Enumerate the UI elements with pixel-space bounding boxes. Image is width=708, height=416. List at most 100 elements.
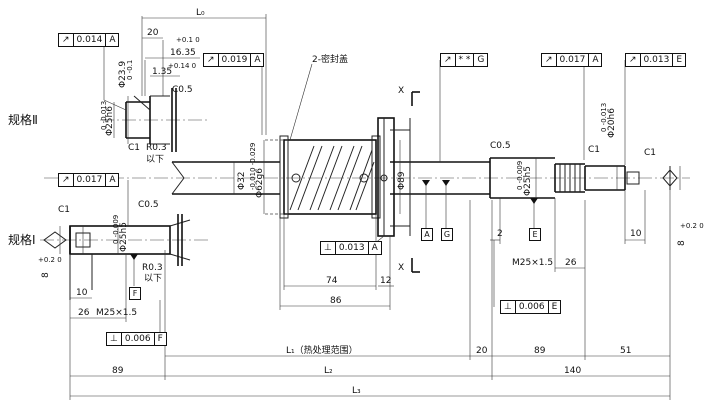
fcf-datum: A <box>254 55 261 65</box>
fcf-value: 0.006 <box>516 301 549 313</box>
dim-c05-c: C0.5 <box>138 200 159 210</box>
dim-1635: 16.35 <box>170 48 196 58</box>
dim-phi25h5-l-tol: 0 -0.009 <box>112 215 120 244</box>
fcf-runout-xx-g: ↗ * * G <box>440 53 489 67</box>
fcf-runout-0017-a-right: ↗ 0.017 A <box>541 53 603 67</box>
dim-m25-l: M25×1.5 <box>96 308 137 318</box>
datum-f-box: F <box>129 287 141 300</box>
dim-c05-b: C0.5 <box>490 141 511 151</box>
dim-c1-b: C1 <box>588 145 600 155</box>
dim-l3: L₃ <box>352 386 361 396</box>
fcf-value: 0.017 <box>74 174 107 186</box>
dim-26-r: 26 <box>565 258 577 268</box>
fcf-runout-0014-a: ↗ 0.014 A <box>58 33 120 47</box>
fcf-datum: A <box>109 35 116 45</box>
dim-c1-a: C1 <box>128 143 140 153</box>
dim-phi25h5-l: Φ25h5 <box>119 222 129 252</box>
fcf-datum: E <box>551 302 558 312</box>
runout-icon: ↗ <box>626 54 641 66</box>
fcf-value: 0.013 <box>336 242 369 254</box>
fcf-value: 0.006 <box>122 333 155 345</box>
spec1-shaft-end <box>43 214 191 300</box>
fcf-perp-0006-f: ⊥ 0.006 F <box>106 332 167 346</box>
spec2-shaft-end <box>125 16 177 152</box>
dim-140: 140 <box>564 366 581 376</box>
dim-phi239-tol: 0 -0.1 <box>126 60 134 80</box>
dim-phi239: Φ23.9 <box>118 61 128 88</box>
dim-phi32: Φ32 <box>237 171 247 190</box>
datum-e-box: E <box>529 228 541 241</box>
dim-phi25h6-a-tol: 0 -0.013 <box>100 101 108 130</box>
dimension-lines <box>59 14 681 400</box>
fcf-runout-0017-a-left: ↗ 0.017 A <box>58 173 120 187</box>
fcf-datum: A <box>592 55 599 65</box>
dim-8-r: 8 <box>677 240 687 246</box>
fcf-value: * * <box>456 54 475 66</box>
dim-8-r-tol: +0.2 0 <box>680 222 704 230</box>
fcf-datum: A <box>109 175 116 185</box>
dim-phi62g6: Φ62g6 <box>255 168 265 198</box>
dim-l2: L₂ <box>324 366 333 376</box>
dim-10-l: 10 <box>76 288 88 298</box>
perpendicularity-icon: ⊥ <box>321 242 336 254</box>
leader-lines <box>103 40 626 338</box>
runout-icon: ↗ <box>204 54 219 66</box>
runout-icon: ↗ <box>441 54 456 66</box>
dim-phi89: Φ89 <box>397 171 407 190</box>
dim-l0: L₀ <box>196 8 205 18</box>
fcf-value: 0.014 <box>74 34 107 46</box>
fcf-datum: F <box>157 334 163 344</box>
dim-20-mid: 20 <box>476 346 488 356</box>
section-x-bottom: X <box>398 263 404 273</box>
fcf-datum: G <box>477 55 485 65</box>
dim-phi25h5-tol: 0 -0.009 <box>516 161 524 190</box>
section-x-top: X <box>398 86 404 96</box>
dim-r03-b: R0.3 <box>142 263 163 273</box>
dim-10-r: 10 <box>630 229 642 239</box>
dim-8-l: 8 <box>41 272 51 278</box>
below-2: 以下 <box>144 274 162 284</box>
dim-m25: M25×1.5 <box>512 258 553 268</box>
spec2-label: 规格Ⅱ <box>8 112 38 127</box>
datum-a-box: A <box>421 228 433 241</box>
dim-89-l: 89 <box>112 366 124 376</box>
perpendicularity-icon: ⊥ <box>501 301 516 313</box>
dim-51: 51 <box>620 346 631 356</box>
dim-8-l-tol: +0.2 0 <box>38 256 62 264</box>
dim-c1-d: C1 <box>58 205 70 215</box>
runout-icon: ↗ <box>59 174 74 186</box>
dim-phi25h5: Φ25h5 <box>523 166 533 196</box>
dim-2: 2 <box>497 229 503 239</box>
ball-nut <box>265 117 411 237</box>
dim-1635-tol: +0.1 0 <box>176 36 200 44</box>
dim-86: 86 <box>330 296 342 306</box>
dim-135: 1.35 <box>152 67 172 77</box>
dim-phi62g6-tol: -0.010 -0.029 <box>249 143 257 190</box>
fcf-runout-0013-e: ↗ 0.013 E <box>625 53 686 67</box>
datum-triangles <box>130 180 538 260</box>
runout-icon: ↗ <box>542 54 557 66</box>
dim-89-r: 89 <box>534 346 546 356</box>
section-markers <box>411 91 420 273</box>
seal-note: 2-密封盖 <box>312 53 348 65</box>
dim-r03-a: R0.3 <box>146 143 167 153</box>
fcf-perp-0006-e: ⊥ 0.006 E <box>500 300 562 314</box>
dim-74: 74 <box>326 276 338 286</box>
dim-c05-a: C0.5 <box>172 85 193 95</box>
dim-l1: L₁（热处理范围） <box>286 344 358 356</box>
fcf-datum: E <box>676 55 682 65</box>
fcf-datum: A <box>371 243 378 253</box>
dim-phi20h6: Φ20h6 <box>607 108 617 138</box>
dim-c1-c: C1 <box>644 148 656 158</box>
dim-26-l: 26 <box>78 308 90 318</box>
dim-135-tol: +0.14 0 <box>168 62 196 70</box>
dim-phi20h6-tol: 0 -0.013 <box>600 103 608 132</box>
fcf-value: 0.017 <box>557 54 590 66</box>
fcf-value: 0.013 <box>641 54 674 66</box>
fcf-runout-0019-a: ↗ 0.019 A <box>203 53 265 67</box>
dim-12: 12 <box>380 276 391 286</box>
fcf-perp-0013-a: ⊥ 0.013 A <box>320 241 382 255</box>
dim-20-top: 20 <box>147 28 159 38</box>
